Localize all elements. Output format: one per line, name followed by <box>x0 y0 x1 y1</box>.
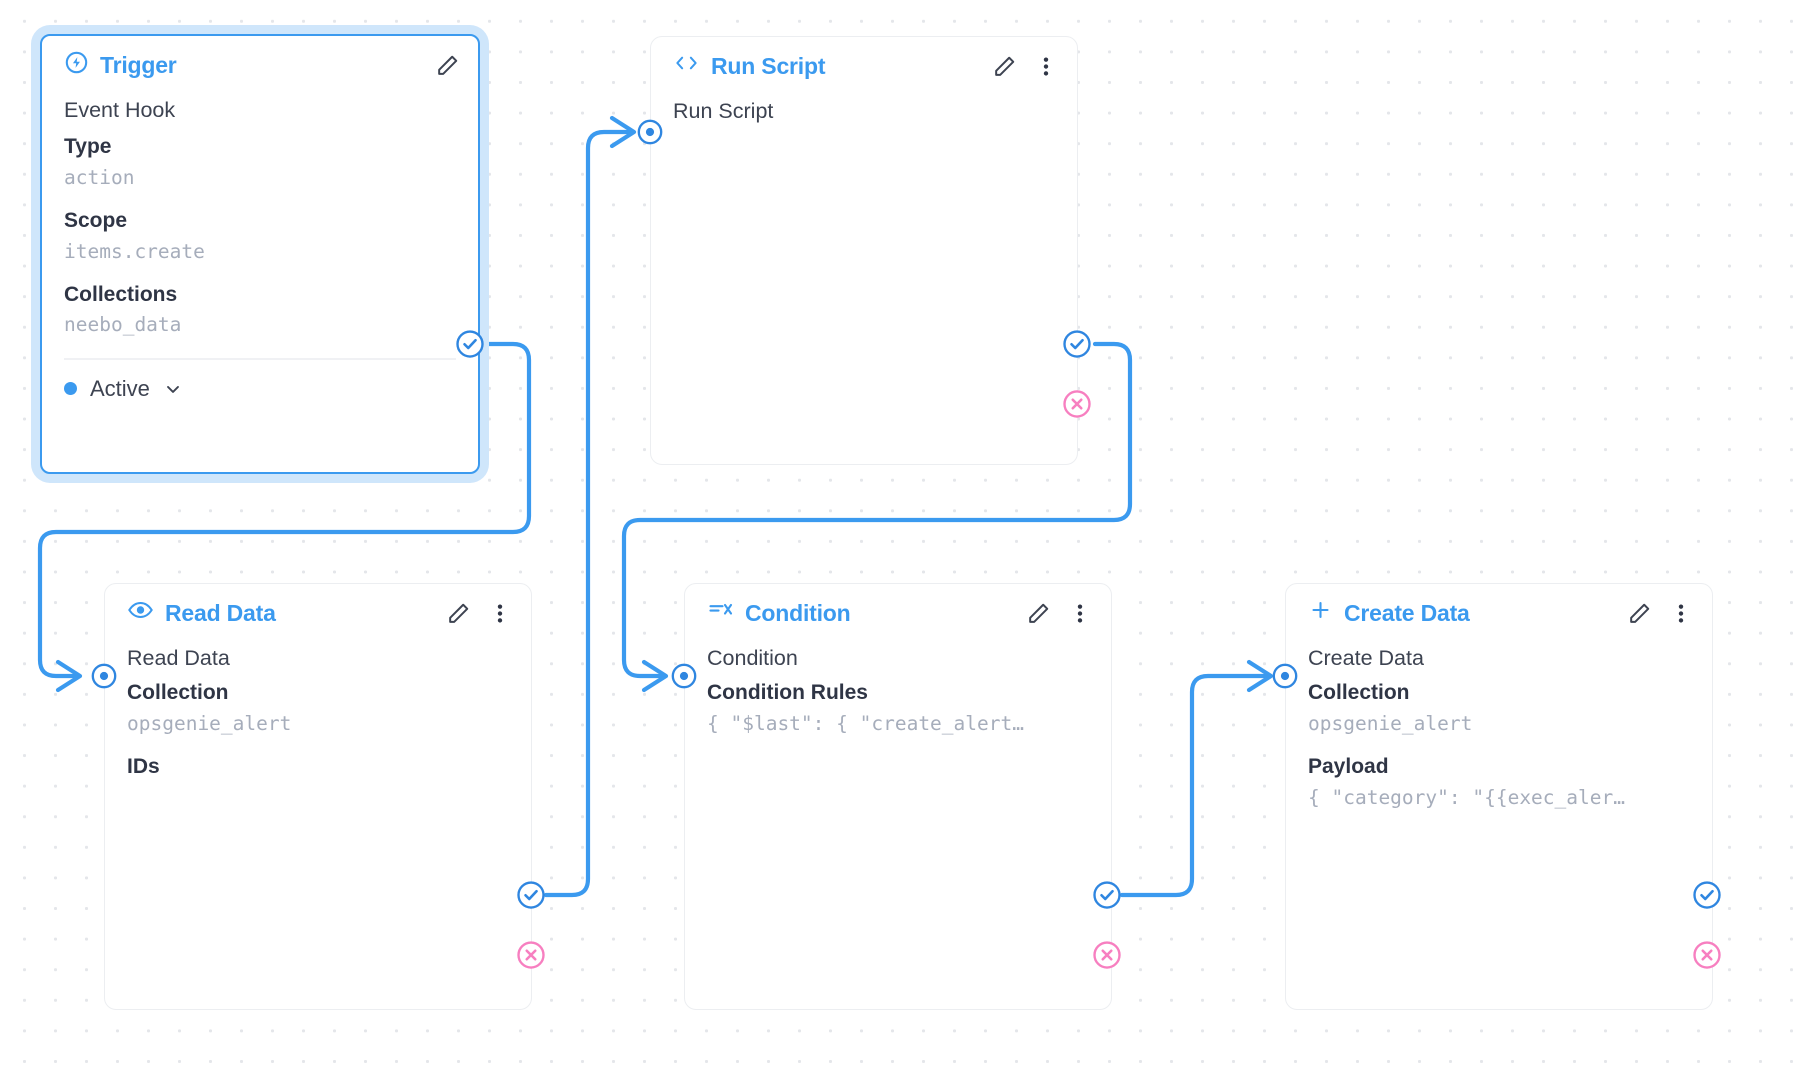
node-run-script-title: Run Script <box>711 52 826 79</box>
node-create-data-body: Create Data Collection opsgenie_alert Pa… <box>1286 642 1712 813</box>
node-trigger-field-collections: Collections neebo_data <box>64 279 456 341</box>
edge-condition-to-create-data <box>1119 673 1270 898</box>
field-label: Collections <box>64 282 178 306</box>
create-data-reject-handle[interactable] <box>1692 940 1722 970</box>
node-run-script[interactable]: Run Script Run Script <box>650 36 1078 465</box>
create-data-target-handle[interactable] <box>1271 662 1299 690</box>
trigger-success-handle[interactable] <box>455 329 485 359</box>
trigger-status-dropdown[interactable]: Active <box>42 360 478 418</box>
run-script-target-handle[interactable] <box>636 118 664 146</box>
node-trigger-body: Event Hook Type action Scope items.creat… <box>42 94 478 360</box>
node-read-data-body: Read Data Collection opsgenie_alert IDs <box>105 642 531 783</box>
pencil-icon[interactable] <box>445 600 471 626</box>
field-value: neebo_data <box>64 313 182 337</box>
bolt-circle-icon <box>64 50 89 81</box>
node-trigger-row-name: Event Hook <box>64 98 176 122</box>
field-value: action <box>64 165 135 189</box>
field-label: Scope <box>64 209 128 233</box>
node-run-script-body: Run Script <box>651 95 1077 128</box>
node-trigger-field-type: Type action <box>64 131 456 193</box>
run-script-reject-handle[interactable] <box>1062 389 1092 419</box>
node-read-data-row-name: Read Data <box>127 646 230 670</box>
more-vertical-icon[interactable] <box>1033 53 1059 79</box>
eye-icon <box>127 598 154 628</box>
edge-read-data-to-run-script <box>543 129 633 898</box>
node-read-data-actions <box>445 600 513 626</box>
node-run-script-header: Run Script <box>651 37 1077 95</box>
node-read-data-field-collection: Collection opsgenie_alert <box>127 677 509 739</box>
arrowhead-create-data <box>1246 659 1274 693</box>
node-condition-title: Condition <box>745 599 851 626</box>
field-label: IDs <box>127 755 160 779</box>
node-condition-body: Condition Condition Rules { "$last": { "… <box>685 642 1111 739</box>
node-create-data-title-group: Create Data <box>1308 598 1470 628</box>
more-vertical-icon[interactable] <box>487 600 513 626</box>
arrowhead-read-data <box>55 659 83 693</box>
node-run-script-actions <box>991 53 1059 79</box>
more-vertical-icon[interactable] <box>1067 600 1093 626</box>
condition-rules-icon <box>707 598 734 628</box>
node-create-data-field-payload: Payload { "category": "{{exec_aler… <box>1308 751 1690 813</box>
node-create-data-row-name: Create Data <box>1308 646 1424 670</box>
field-value: { "category": "{{exec_aler… <box>1308 785 1625 809</box>
node-read-data[interactable]: Read Data Read Data Collection ops <box>104 583 532 1010</box>
node-run-script-row-name: Run Script <box>673 99 774 123</box>
node-create-data-field-collection: Collection opsgenie_alert <box>1308 677 1690 739</box>
node-read-data-title-group: Read Data <box>127 598 276 628</box>
node-condition-header: Condition <box>685 584 1111 642</box>
read-data-reject-handle[interactable] <box>516 940 546 970</box>
field-value: items.create <box>64 239 205 263</box>
node-condition-row-name: Condition <box>707 646 798 670</box>
field-label: Type <box>64 135 112 159</box>
condition-success-handle[interactable] <box>1092 880 1122 910</box>
field-value: opsgenie_alert <box>127 711 292 735</box>
node-run-script-title-group: Run Script <box>673 51 825 81</box>
node-read-data-title: Read Data <box>165 599 276 626</box>
run-script-success-handle[interactable] <box>1062 329 1092 359</box>
node-create-data-header: Create Data <box>1286 584 1712 642</box>
node-create-data-actions <box>1626 600 1694 626</box>
read-data-success-handle[interactable] <box>516 880 546 910</box>
code-brackets-icon <box>673 51 700 81</box>
pencil-icon[interactable] <box>1626 600 1652 626</box>
node-condition-actions <box>1025 600 1093 626</box>
field-value: opsgenie_alert <box>1308 711 1473 735</box>
pencil-icon[interactable] <box>991 53 1017 79</box>
node-condition-title-group: Condition <box>707 598 851 628</box>
node-trigger-actions <box>434 52 460 78</box>
field-value: { "$last": { "create_alert… <box>707 711 1024 735</box>
node-trigger-title: Trigger <box>100 51 177 78</box>
node-condition-field-rules: Condition Rules { "$last": { "create_ale… <box>707 677 1089 739</box>
node-trigger-header: Trigger <box>42 36 478 94</box>
condition-reject-handle[interactable] <box>1092 940 1122 970</box>
field-label: Collection <box>127 681 229 705</box>
more-vertical-icon[interactable] <box>1668 600 1694 626</box>
condition-target-handle[interactable] <box>670 662 698 690</box>
node-read-data-field-ids: IDs <box>127 751 509 783</box>
node-create-data[interactable]: Create Data Create Data Collection <box>1285 583 1713 1010</box>
node-trigger-title-group: Trigger <box>64 50 177 81</box>
node-trigger-field-scope: Scope items.create <box>64 205 456 267</box>
field-label: Condition Rules <box>707 681 868 705</box>
arrowhead-condition <box>641 659 669 693</box>
field-label: Payload <box>1308 755 1389 779</box>
status-label: Active <box>90 375 150 401</box>
pencil-icon[interactable] <box>434 52 460 78</box>
node-create-data-title: Create Data <box>1344 599 1470 626</box>
pencil-icon[interactable] <box>1025 600 1051 626</box>
plus-icon <box>1308 598 1333 628</box>
arrowhead-run-script <box>609 115 637 149</box>
node-trigger[interactable]: Trigger Event Hook Type action Scope ite… <box>40 34 480 474</box>
create-data-success-handle[interactable] <box>1692 880 1722 910</box>
field-label: Collection <box>1308 681 1410 705</box>
status-dot-icon <box>64 382 77 396</box>
read-data-target-handle[interactable] <box>90 662 118 690</box>
node-read-data-header: Read Data <box>105 584 531 642</box>
node-condition[interactable]: Condition Condition Condition Rules <box>684 583 1112 1010</box>
chevron-down-icon <box>163 379 183 399</box>
